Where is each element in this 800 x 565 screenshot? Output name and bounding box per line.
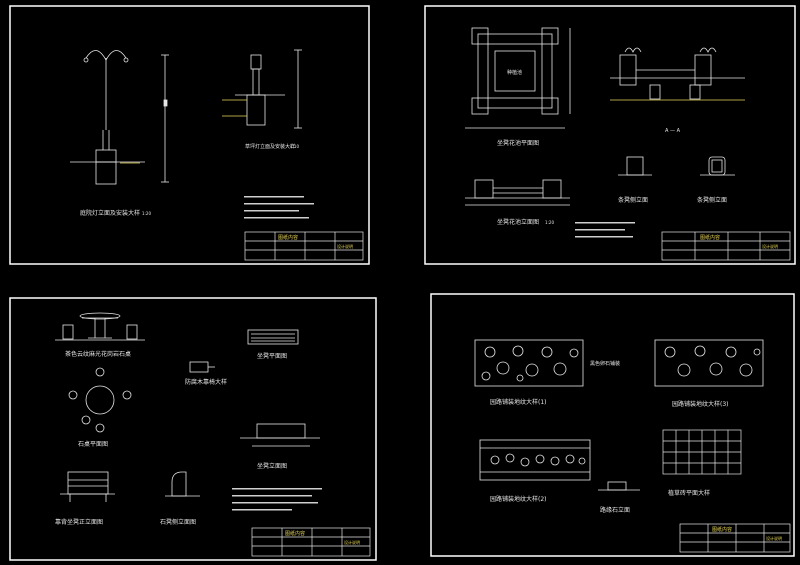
title-block	[661, 231, 791, 261]
grass-brick-plan	[662, 429, 742, 475]
bench-elevation-drawing	[240, 423, 320, 447]
sheet-border	[9, 297, 377, 561]
notes-block	[232, 488, 322, 511]
caption-stone-side: 石凳侧立面图	[160, 518, 196, 526]
title-block-drawing-no: 设计说明	[762, 243, 778, 249]
bench-front-drawing	[60, 471, 115, 502]
caption-stone-set: 茶色云纹麻光花岗岩石桌	[65, 350, 131, 358]
title-block-header: 图纸内容	[700, 234, 720, 241]
planter-section-drawing	[610, 47, 745, 101]
title-block	[679, 523, 791, 553]
sheet-border	[430, 293, 795, 557]
sheet-planter-seat: 种植池 坐凳花池平面图 坐凳花池立面图 1:20 A — A 条凳侧立面 条凳侧…	[424, 5, 796, 265]
caption-bench-front: 靠背坐凳正立面图	[55, 518, 103, 526]
stone-paving-label: 黑色卵石铺装	[590, 360, 620, 367]
caption-bench-plan: 坐凳平面图	[257, 352, 287, 360]
caption-paving-2: 园路铺装地纹大样(2)	[490, 495, 547, 503]
caption-planter-plan: 坐凳花池平面图	[497, 139, 539, 147]
planter-plan-drawing	[465, 27, 571, 129]
paving-pattern-2	[479, 439, 591, 481]
title-block	[244, 231, 364, 261]
caption-lamp-post: 庭院灯立面及安装大样	[80, 209, 140, 217]
paving-pattern-3	[654, 339, 764, 387]
title-block-drawing-no: 设计说明	[766, 535, 782, 541]
lawn-lamp-elevation	[222, 49, 302, 129]
stone-side-drawing	[165, 471, 200, 497]
curb-elevation	[598, 481, 640, 491]
sheet-lighting-details: 庭院灯立面及安装大样 1:20 草坪灯立面及安装大样 1:10 图纸内容 设计说…	[9, 5, 370, 265]
sheet-border	[9, 5, 370, 265]
stone-set-elevation	[55, 312, 145, 341]
sheet-paving-details: 黑色卵石铺装 园路铺装地纹大样(1) 园路铺装地纹大样(3) 园路铺装地纹大样(…	[430, 293, 795, 557]
title-block-drawing-no: 设计说明	[344, 539, 360, 545]
caption-seat-side-a: 条凳侧立面	[618, 196, 648, 204]
title-block-header: 图纸内容	[712, 526, 732, 533]
scale-planter: 1:20	[545, 220, 554, 225]
caption-bench-elev: 坐凳立面图	[257, 462, 287, 470]
sheet-furniture-details: 茶色云纹麻光花岗岩石桌 石桌平面图 防腐木靠椅大样 坐凳平面图 坐凳立面图	[9, 297, 377, 561]
caption-curb: 路缘石立面	[600, 506, 630, 514]
title-block-drawing-no: 设计说明	[337, 243, 353, 249]
stool-detail-drawing	[189, 361, 215, 373]
caption-seat-side-b: 条凳侧立面	[697, 196, 727, 204]
caption-planter-elev: 坐凳花池立面图	[497, 218, 539, 226]
planter-elevation-drawing	[465, 179, 570, 206]
caption-stool-detail: 防腐木靠椅大样	[185, 378, 227, 386]
title-block-header: 图纸内容	[278, 234, 298, 241]
lamp-post-elevation	[70, 50, 169, 185]
scale-lawn-lamp: 1:10	[290, 144, 299, 149]
sheet-border	[424, 5, 796, 265]
paving-pattern-1	[474, 339, 584, 387]
planter-center-label: 种植池	[507, 69, 522, 76]
caption-paving-1: 园路铺装地纹大样(1)	[490, 398, 547, 406]
caption-paving-3: 园路铺装地纹大样(3)	[672, 400, 729, 408]
notes-block	[244, 196, 314, 219]
title-block-header: 图纸内容	[285, 530, 305, 537]
section-mark: A — A	[665, 128, 681, 134]
title-block	[251, 527, 371, 557]
bench-plan-drawing	[247, 329, 299, 345]
caption-lawn-lamp: 草坪灯立面及安装大样	[245, 143, 295, 150]
scale-lamp-post: 1:20	[142, 211, 151, 216]
notes-block	[575, 222, 635, 238]
table-plan-drawing	[68, 367, 132, 433]
caption-table-plan: 石桌平面图	[78, 440, 108, 448]
caption-grass-brick: 植草砖平面大样	[668, 489, 710, 497]
seat-side-drawings	[618, 156, 735, 176]
